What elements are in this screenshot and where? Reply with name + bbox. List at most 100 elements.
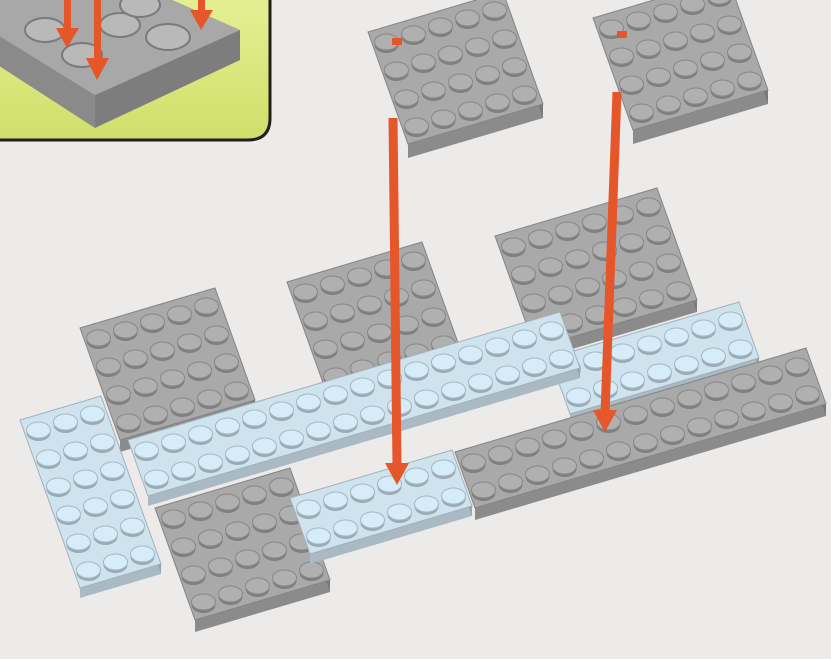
stud-top [488, 445, 513, 463]
stud-top [387, 503, 412, 521]
stud-top [296, 499, 321, 517]
stud-top [579, 449, 604, 467]
stud-top [421, 307, 446, 325]
stud-top [272, 569, 297, 587]
stud-top [150, 341, 175, 359]
stud-top [36, 449, 61, 467]
stud-top [76, 561, 101, 579]
callout-arrow-2 [86, 0, 109, 80]
stud-top [458, 101, 483, 119]
stud-top [555, 221, 580, 239]
stud-top [482, 1, 507, 19]
stud-top [569, 421, 594, 439]
stud-top [485, 93, 510, 111]
stud-top [242, 485, 267, 503]
stud-top [167, 305, 192, 323]
stud-top [521, 293, 546, 311]
stud-top [110, 489, 135, 507]
stud-top [421, 81, 446, 99]
stud-top [522, 357, 547, 375]
stud-top [674, 355, 699, 373]
stud-top [161, 433, 186, 451]
stud-top [428, 17, 453, 35]
stud-top [242, 409, 267, 427]
stud-top [512, 329, 537, 347]
anchor-marker [617, 31, 627, 38]
stud-top [161, 509, 186, 527]
stud-top [727, 43, 752, 61]
stud-top [279, 429, 304, 447]
stud-top [619, 75, 644, 93]
stud-top [333, 519, 358, 537]
stud-top [133, 377, 158, 395]
stud-top [511, 265, 536, 283]
stud-top [620, 371, 645, 389]
stud-top [306, 421, 331, 439]
stud-top [170, 397, 195, 415]
stud-top [235, 549, 260, 567]
stud-top [53, 413, 78, 431]
blue-plate-front [289, 449, 473, 564]
stud-top [455, 9, 480, 27]
stud-top [63, 441, 88, 459]
stud-top [143, 405, 168, 423]
callout-arrow-3 [190, 0, 213, 30]
callout-arrow-1 [56, 0, 79, 48]
stud-top [347, 267, 372, 285]
stud-top [646, 225, 671, 243]
stud-top [252, 513, 277, 531]
stud-top [636, 39, 661, 57]
stud-top [360, 405, 385, 423]
stud-top [528, 229, 553, 247]
stud-top [56, 505, 81, 523]
stud-top [204, 325, 229, 343]
new-gray-plate-1 [367, 0, 544, 158]
stud-top [673, 59, 698, 77]
stud-top [612, 297, 637, 315]
new-gray-plate-2 [592, 0, 769, 144]
stud-top [130, 545, 155, 563]
stud-top [106, 385, 131, 403]
stud-top [646, 67, 671, 85]
stud-top [404, 467, 429, 485]
stud-top [718, 311, 743, 329]
stud-top [758, 365, 783, 383]
gray-plate-front-right [454, 347, 827, 520]
stud-top [704, 381, 729, 399]
stud-top [225, 521, 250, 539]
stud-top [188, 425, 213, 443]
stud-top [609, 47, 634, 65]
gray-plate-back-center [286, 241, 463, 406]
stud-top [448, 73, 473, 91]
stud-top [498, 473, 523, 491]
stud-top [414, 389, 439, 407]
stud-top [269, 401, 294, 419]
stud-top [653, 3, 678, 21]
stud-top [650, 397, 675, 415]
stud-top [660, 425, 685, 443]
stud-top [636, 197, 661, 215]
stud-top [431, 353, 456, 371]
stud-top [626, 11, 651, 29]
stud-top [404, 361, 429, 379]
stud-top [663, 31, 688, 49]
stud-top [73, 469, 98, 487]
stud-top [438, 45, 463, 63]
stud-top [177, 333, 202, 351]
stud-top [431, 459, 456, 477]
stud-top [303, 311, 328, 329]
stud-top [269, 477, 294, 495]
stud-top [717, 15, 742, 33]
blue-plate-middle [127, 311, 581, 506]
stud-top [198, 453, 223, 471]
stud-top [656, 253, 681, 271]
stud-top [225, 445, 250, 463]
stud-top [360, 511, 385, 529]
stud-top [710, 79, 735, 97]
blue-plate-left [19, 395, 162, 598]
stud-top [623, 405, 648, 423]
stud-top [610, 343, 635, 361]
stud-top [677, 389, 702, 407]
stud-top [340, 331, 365, 349]
